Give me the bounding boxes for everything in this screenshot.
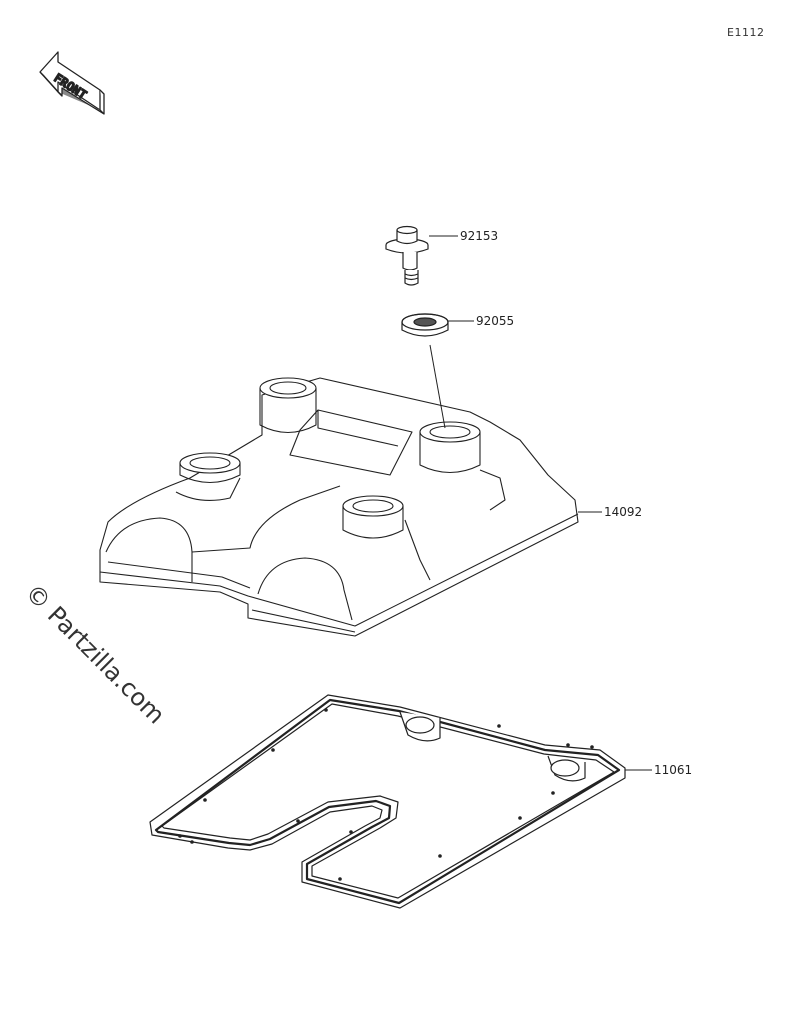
part-label-11061[interactable]: 11061 (654, 763, 693, 777)
washer-92055 (401, 313, 449, 337)
diagram-code: E1112 (727, 26, 765, 39)
front-arrow-icon: FRONT (39, 51, 105, 115)
leader-lines (429, 235, 652, 771)
head-cover-14092 (99, 377, 579, 637)
bolt-92153 (385, 225, 429, 286)
gasket-11061 (149, 694, 626, 909)
part-label-92153[interactable]: 92153 (460, 229, 499, 243)
part-label-92055[interactable]: 92055 (476, 314, 515, 328)
part-label-14092[interactable]: 14092 (604, 505, 643, 519)
